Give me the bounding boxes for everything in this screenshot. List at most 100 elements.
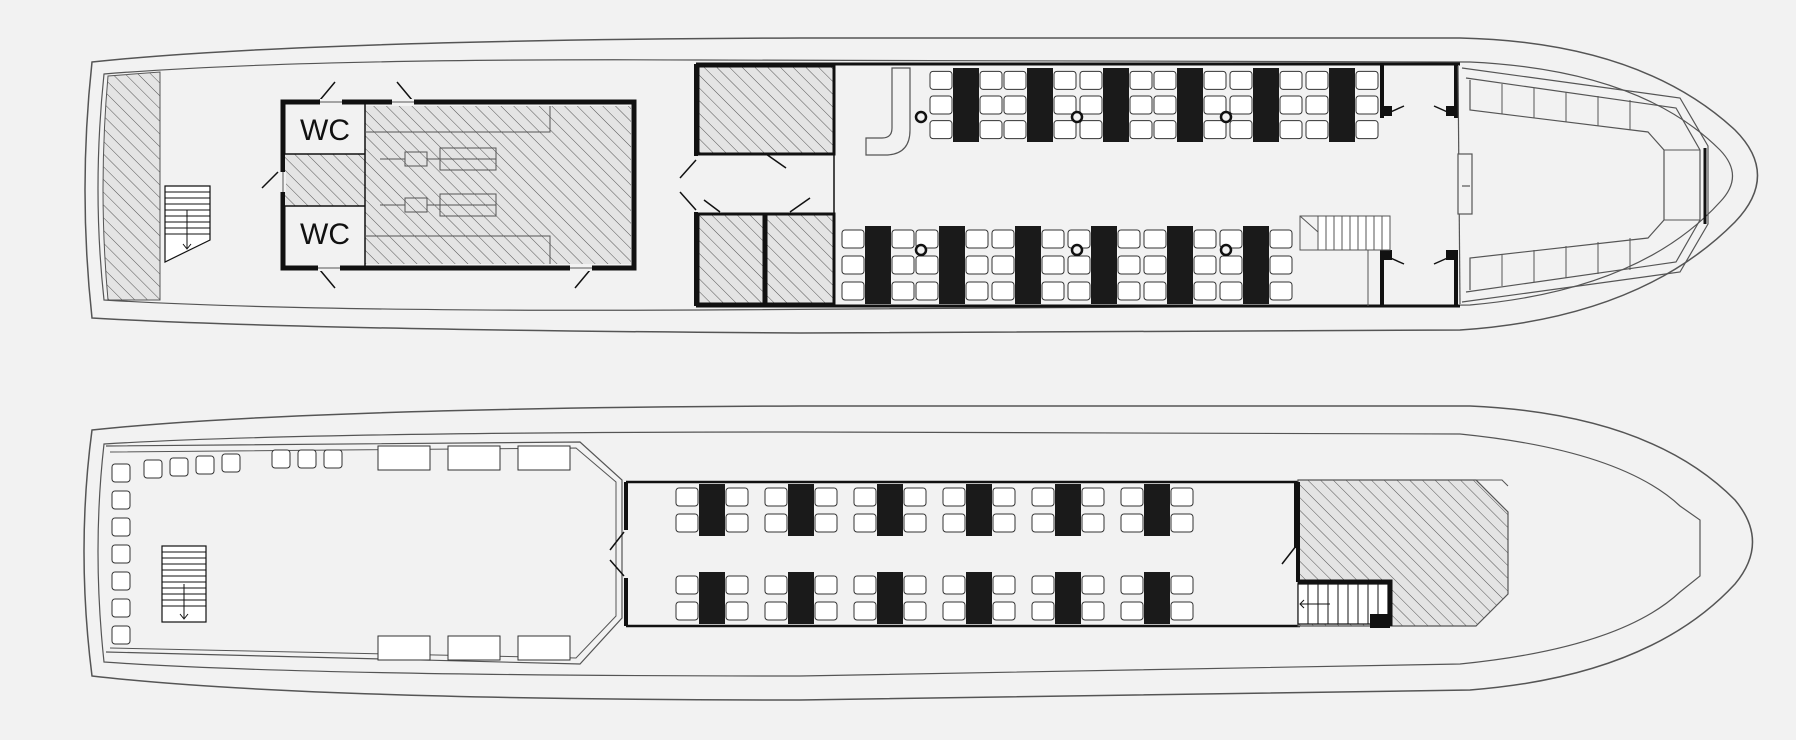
chair bbox=[992, 513, 1016, 533]
table bbox=[788, 484, 814, 536]
chair bbox=[929, 95, 953, 115]
storage-room-bottom-left bbox=[696, 212, 766, 306]
chair bbox=[1193, 281, 1217, 301]
table-set bbox=[942, 484, 1016, 536]
chair bbox=[1269, 229, 1293, 249]
column bbox=[1070, 243, 1084, 257]
table bbox=[966, 572, 992, 624]
chair bbox=[764, 513, 788, 533]
chair bbox=[1117, 281, 1141, 301]
chair bbox=[1081, 601, 1105, 621]
chair bbox=[111, 463, 131, 483]
chair bbox=[675, 575, 699, 595]
chair bbox=[725, 575, 749, 595]
chair bbox=[143, 459, 163, 479]
table bbox=[1103, 68, 1129, 142]
chair bbox=[853, 601, 877, 621]
table-set bbox=[1120, 484, 1194, 536]
chair bbox=[1219, 255, 1243, 275]
storage-room-bottom-right bbox=[764, 212, 836, 306]
column bbox=[1219, 243, 1233, 257]
table-set bbox=[1143, 226, 1217, 304]
chair bbox=[1031, 487, 1055, 507]
chair bbox=[1170, 601, 1194, 621]
chair bbox=[725, 601, 749, 621]
chair bbox=[1120, 513, 1144, 533]
chair bbox=[1117, 255, 1141, 275]
chair bbox=[965, 255, 989, 275]
lower-tables bbox=[675, 484, 1194, 624]
chair bbox=[903, 601, 927, 621]
chair bbox=[841, 281, 865, 301]
table-set bbox=[915, 226, 989, 304]
chair bbox=[111, 571, 131, 591]
aft-seating bbox=[111, 445, 571, 661]
table-set bbox=[1067, 226, 1141, 304]
chair bbox=[1031, 575, 1055, 595]
sofa bbox=[447, 445, 501, 471]
chair bbox=[891, 229, 915, 249]
table-set bbox=[1305, 68, 1379, 142]
chair bbox=[1219, 281, 1243, 301]
table bbox=[1091, 226, 1117, 304]
chair bbox=[764, 601, 788, 621]
table bbox=[966, 484, 992, 536]
sofa bbox=[447, 635, 501, 661]
table-set bbox=[1120, 572, 1194, 624]
chair bbox=[1143, 281, 1167, 301]
chair bbox=[814, 601, 838, 621]
chair bbox=[903, 575, 927, 595]
chair bbox=[814, 575, 838, 595]
chair bbox=[1269, 281, 1293, 301]
chair bbox=[891, 281, 915, 301]
table-set bbox=[1031, 484, 1105, 536]
saloon-staircase bbox=[1299, 215, 1391, 306]
chair bbox=[1081, 513, 1105, 533]
stern-staircase bbox=[164, 185, 211, 263]
chair bbox=[675, 487, 699, 507]
chair bbox=[1053, 70, 1077, 90]
chair bbox=[297, 449, 317, 469]
chair bbox=[1153, 95, 1177, 115]
chair bbox=[991, 229, 1015, 249]
chair bbox=[979, 70, 1003, 90]
chair bbox=[814, 513, 838, 533]
table bbox=[939, 226, 965, 304]
chair bbox=[764, 575, 788, 595]
table-set bbox=[1031, 572, 1105, 624]
chair bbox=[841, 229, 865, 249]
upper-columns bbox=[914, 110, 1233, 257]
table bbox=[1167, 226, 1193, 304]
column bbox=[1219, 110, 1233, 124]
sofa bbox=[517, 635, 571, 661]
chair bbox=[1203, 120, 1227, 140]
chair bbox=[992, 601, 1016, 621]
chair bbox=[942, 487, 966, 507]
chair bbox=[1355, 95, 1379, 115]
chair bbox=[929, 120, 953, 140]
upper-saloon bbox=[679, 62, 1709, 308]
table bbox=[877, 484, 903, 536]
chair bbox=[1120, 487, 1144, 507]
table-set bbox=[675, 572, 749, 624]
wc-block: WC WC bbox=[261, 81, 637, 289]
chair bbox=[1170, 487, 1194, 507]
chair bbox=[725, 487, 749, 507]
chair bbox=[1079, 120, 1103, 140]
table bbox=[865, 226, 891, 304]
chair bbox=[1067, 281, 1091, 301]
chair bbox=[1279, 70, 1303, 90]
chair bbox=[1229, 120, 1253, 140]
bar-counter bbox=[865, 67, 911, 156]
chair bbox=[942, 513, 966, 533]
chair bbox=[929, 70, 953, 90]
chair bbox=[1067, 255, 1091, 275]
table bbox=[1055, 484, 1081, 536]
chair bbox=[1229, 95, 1253, 115]
bow-storage bbox=[1296, 479, 1509, 628]
chair bbox=[1031, 601, 1055, 621]
chair bbox=[111, 544, 131, 564]
chair bbox=[1269, 255, 1293, 275]
chair bbox=[1129, 95, 1153, 115]
